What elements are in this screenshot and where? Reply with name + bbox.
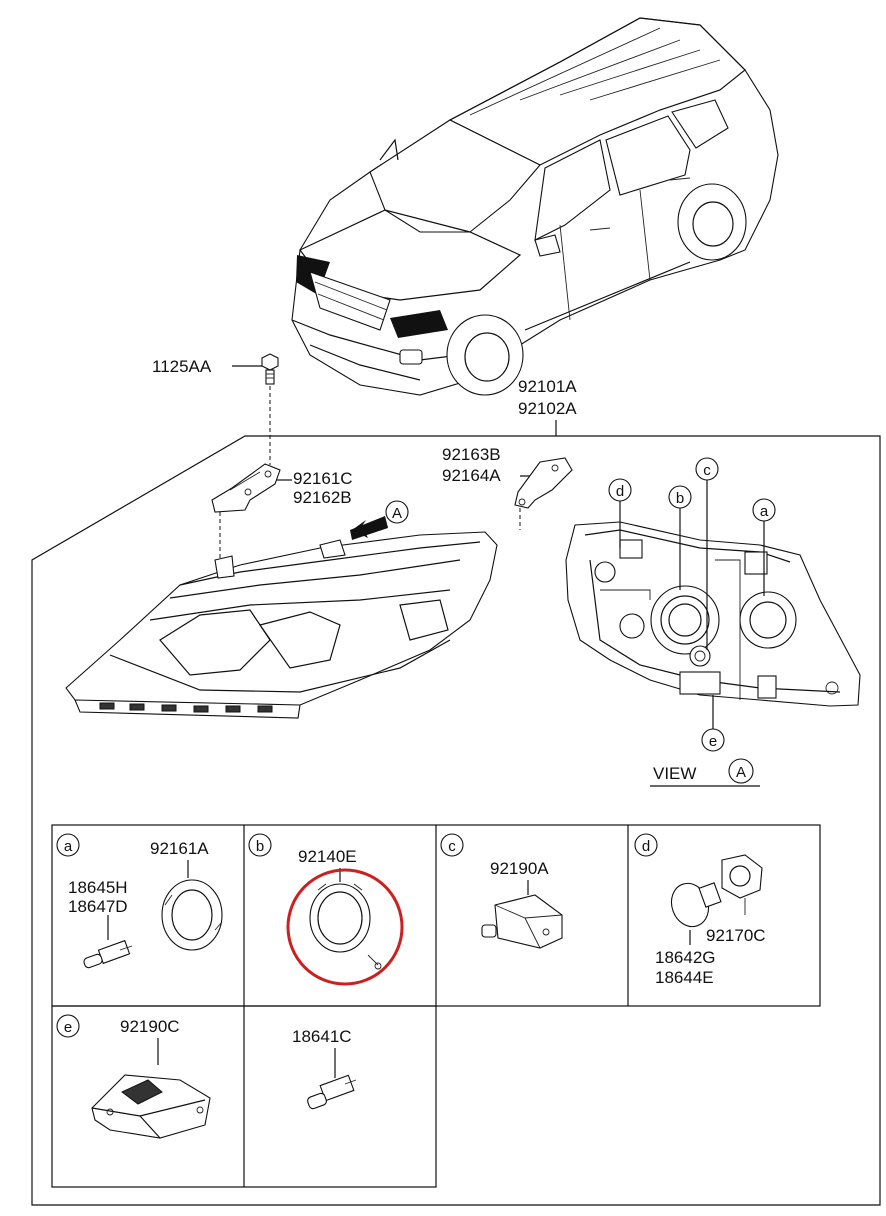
- label-assembly-2: 92102A: [518, 399, 577, 418]
- svg-text:d: d: [616, 483, 624, 500]
- part-18644E: 18644E: [655, 968, 714, 987]
- bracket-left-icon: [211, 463, 281, 513]
- part-92190A: 92190A: [490, 859, 549, 878]
- retaining-ring-icon: [309, 883, 382, 970]
- socket-ring-icon: [161, 879, 223, 951]
- part-92161A: 92161A: [150, 839, 209, 858]
- part-18641C: 18641C: [292, 1027, 352, 1046]
- marker-a: a: [752, 498, 776, 596]
- part-18642G: 18642G: [655, 948, 716, 967]
- part-92170C: 92170C: [706, 926, 766, 945]
- part-92140E: 92140E: [298, 847, 357, 866]
- detail-grid: [51, 824, 821, 1188]
- svg-text:d: d: [642, 838, 650, 855]
- marker-d: d: [608, 478, 632, 548]
- svg-text:e: e: [709, 733, 717, 750]
- label-bracket-left-1: 92161C: [293, 469, 353, 488]
- marker-c: c: [695, 457, 719, 650]
- view-letter-circle: [728, 758, 754, 784]
- cell-18641C: 18641C: [292, 1027, 357, 1110]
- highlight-circle: [286, 868, 404, 986]
- svg-text:a: a: [760, 503, 769, 520]
- bulb-d-icon: [670, 882, 722, 928]
- headlamp-rear-illustration: [565, 521, 861, 707]
- socket-d-icon: [721, 854, 763, 915]
- view-arrow-circle: [385, 500, 409, 524]
- headlamp-front-illustration: [65, 531, 498, 719]
- view-label: VIEW: [653, 764, 696, 783]
- part-18647D: 18647D: [68, 897, 128, 916]
- vehicle-illustration: [291, 17, 779, 396]
- cell-c: c 92190A: [440, 833, 563, 949]
- part-18645H: 18645H: [68, 878, 128, 897]
- label-bracket-right-2: 92164A: [442, 466, 501, 485]
- label-bracket-right-1: 92163B: [442, 445, 501, 464]
- svg-text:b: b: [256, 838, 264, 855]
- view-arrow-icon: [350, 516, 388, 540]
- socket-c-icon: [481, 894, 563, 949]
- marker-b: b: [668, 485, 692, 590]
- view-arrow-letter: A: [392, 505, 402, 522]
- cell-e: e 92190C: [56, 1014, 211, 1139]
- cell-d: d 92170C 18642G 18644E: [634, 833, 766, 987]
- svg-text:a: a: [64, 838, 73, 855]
- bolt-icon: [261, 353, 279, 385]
- svg-text:e: e: [64, 1019, 72, 1036]
- cell-b: b 92140E: [248, 833, 404, 986]
- bulb-18641C-icon: [307, 1074, 357, 1110]
- label-bracket-left-2: 92162B: [293, 488, 352, 507]
- label-bolt: 1125AA: [152, 357, 212, 376]
- part-92190C: 92190C: [120, 1017, 180, 1036]
- view-letter: A: [736, 764, 746, 781]
- ballast-icon: [91, 1074, 211, 1139]
- label-assembly-1: 92101A: [518, 377, 577, 396]
- bulb-h7-icon: [83, 939, 133, 969]
- svg-text:c: c: [448, 838, 456, 855]
- cell-a: a 92161A 18645H 18647D: [56, 833, 223, 969]
- svg-text:c: c: [703, 462, 711, 479]
- bracket-right-icon: [514, 457, 573, 509]
- svg-text:b: b: [676, 490, 684, 507]
- assembly-frame: [31, 435, 881, 1206]
- marker-e: e: [701, 695, 725, 752]
